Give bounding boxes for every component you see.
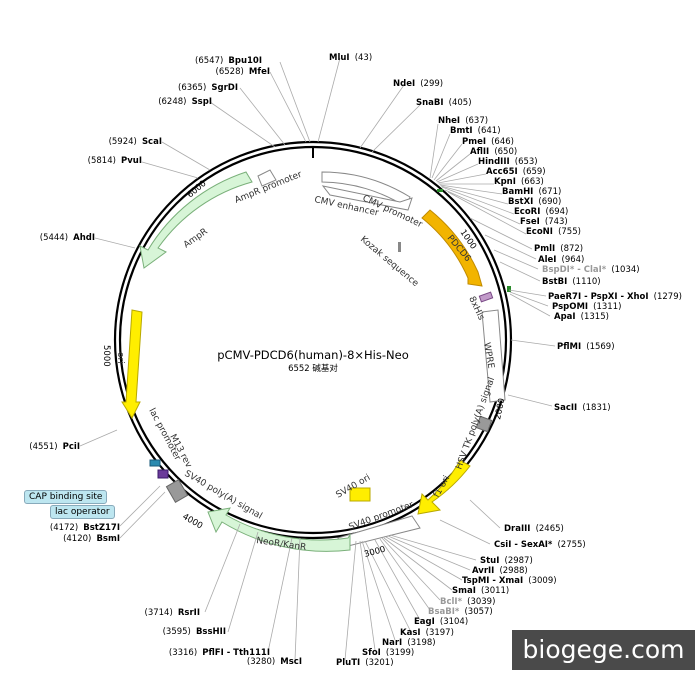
wpre-arrow [481, 309, 506, 403]
mcs-mark [437, 189, 443, 192]
site-label: BstBI (1110) [542, 269, 601, 288]
site-label: StuI (2987) [480, 548, 533, 567]
site-label: (3316) PflFI - Tth111I [169, 640, 270, 659]
site-label: (4120) BsmI [63, 526, 120, 545]
site-label: DraIII (2465) [504, 516, 564, 535]
watermark: biogege.com [512, 630, 695, 670]
site-label: ApaI (1315) [554, 304, 609, 323]
sv40-polya-box [165, 479, 189, 503]
site-label: PmeI (646) [462, 129, 514, 148]
site-label: AflII (650) [470, 139, 517, 158]
site-label: BstXI (690) [508, 189, 561, 208]
tick-5000: 5000 [101, 345, 111, 367]
site-label: SacII (1831) [554, 395, 611, 414]
sites-left: (6547) Bpu10I (6528) MfeI (6365) SgrDI (… [29, 48, 302, 668]
site-label: (5814) PvuI [88, 148, 142, 167]
site-label: (4172) BstZ17I [50, 515, 120, 534]
ampr-label: AmpR [182, 227, 210, 251]
site-label: (6248) SspI [158, 89, 212, 108]
site-label: (6365) SgrDI [178, 75, 238, 94]
sites-right: MluI (43) NdeI (299) SnaBI (405) NheI (6… [329, 45, 682, 669]
site-label: SfoI (3199) [362, 640, 414, 659]
tick-2000: 2000 [493, 397, 507, 420]
site-label: (3280) MscI [247, 649, 302, 668]
site-label: BamHI (671) [502, 179, 561, 198]
site-label: NdeI (299) [393, 71, 443, 90]
site-label: Acc65I (659) [486, 159, 546, 178]
xho-mark [507, 286, 511, 292]
site-label: (3595) BssHII [163, 619, 226, 638]
lac-operator-label: lac operator [50, 505, 115, 519]
site-label: PflMI (1569) [557, 334, 615, 353]
ori-label: ori [115, 352, 125, 364]
cmv-promoter-arrow [321, 185, 413, 211]
site-label: SnaBI (405) [416, 90, 472, 109]
site-label: PspOMI (1311) [552, 294, 621, 313]
site-label: NarI (3198) [382, 630, 436, 649]
site-label: KasI (3197) [400, 620, 454, 639]
site-label: BspDI* - ClaI* (1034) [542, 257, 640, 276]
site-label: EagI (3104) [414, 609, 468, 628]
amp-promoter-arrow [257, 169, 277, 187]
neo-arrow [207, 507, 351, 552]
site-label: TspMI - XmaI (3009) [462, 568, 557, 587]
site-label: (6547) Bpu10I [195, 48, 262, 67]
lac-box [149, 459, 161, 467]
site-label: HindIII (653) [478, 149, 538, 168]
f1-ori-arrow [417, 459, 471, 515]
kozak-label: Kozak sequence [358, 235, 420, 290]
site-label: (5444) AhdI [40, 225, 95, 244]
site-label: AvrII (2988) [472, 558, 528, 577]
site-label: (3714) RsrII [145, 600, 200, 619]
site-label: (6528) MfeI [216, 59, 270, 78]
site-label: EcoRI (694) [514, 199, 568, 218]
kozak-mark [398, 242, 401, 252]
site-label: PaeR7I - PspXI - XhoI (1279) [548, 284, 682, 303]
site-label: PmlI (872) [534, 236, 583, 255]
ampr-arrow [139, 171, 253, 269]
cap-binding-site-label: CAP binding site [24, 490, 108, 504]
pdcd6-arrow [421, 209, 483, 287]
site-label: CsiI - SexAI* (2755) [494, 532, 586, 551]
hsv-tk-box [475, 415, 493, 433]
site-label: (5924) ScaI [109, 129, 162, 148]
ori-arrow [121, 309, 143, 420]
tick-3000: 3000 [363, 545, 386, 560]
tick-4000: 4000 [181, 512, 205, 531]
map-size: 6552 碱基对 [288, 363, 338, 374]
site-leaders [79, 57, 556, 661]
site-label: BclI* (3039) [440, 589, 495, 608]
site-label: BmtI (641) [450, 118, 501, 137]
site-label: FseI (743) [520, 209, 568, 228]
site-label: PluTI (3201) [336, 650, 394, 669]
site-label: AleI (964) [538, 247, 584, 266]
map-title: pCMV-PDCD6(human)-8×His-Neo [217, 348, 408, 362]
backbone-inner [118, 145, 508, 535]
site-label: SmaI (3011) [452, 578, 509, 597]
wpre-label: WPRE [481, 342, 495, 370]
sv40-ori-box [349, 487, 371, 502]
site-label: KpnI (663) [494, 169, 544, 188]
site-label: EcoNI (755) [526, 219, 581, 238]
site-label: MluI (43) [329, 45, 372, 64]
site-label: BsaBI* (3057) [428, 599, 493, 618]
his-tag-box [478, 291, 494, 303]
site-label: (4551) PciI [29, 434, 80, 453]
site-label: NheI (637) [438, 108, 488, 127]
m13-box [157, 469, 169, 479]
